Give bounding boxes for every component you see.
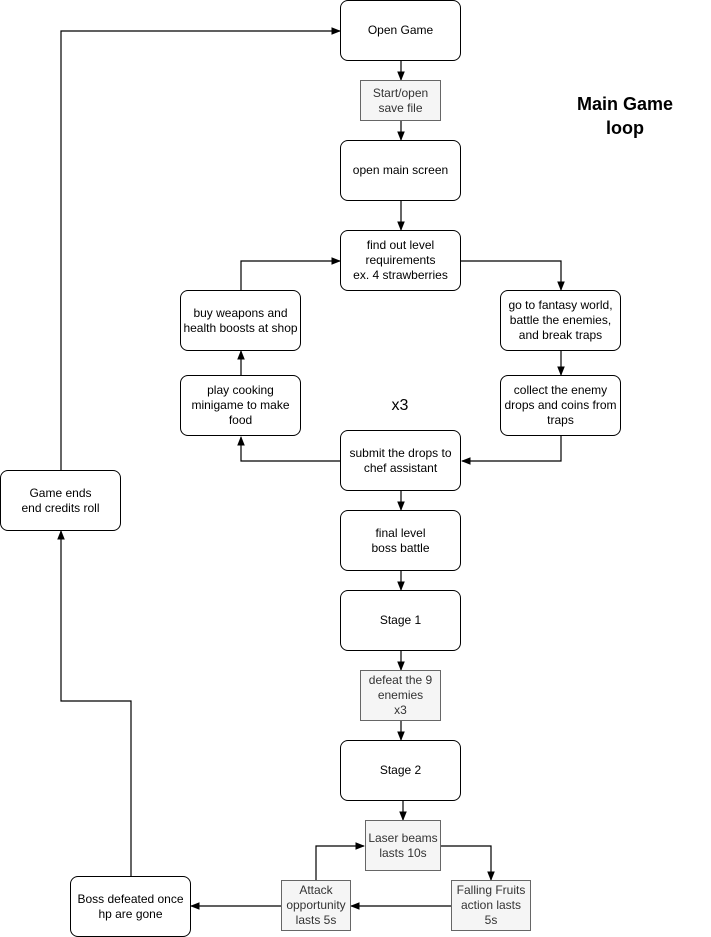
edge-req-to-fantasy: [461, 260, 565, 291]
node-open-game: Open Game: [340, 0, 461, 61]
node-defeat-enemies: defeat the 9 enemies x3: [360, 670, 441, 721]
node-falling-fruits: Falling Fruits action lasts 5s: [451, 880, 531, 931]
edge-buy-to-req: [240, 257, 341, 290]
edge-attack-to-laser: [315, 842, 365, 880]
node-submit-drops: submit the drops to chef assistant: [340, 430, 461, 491]
repeat-count-label: x3: [391, 397, 409, 414]
node-fantasy-world: go to fantasy world, battle the enemies,…: [500, 290, 621, 351]
edge-submit-to-cooking: [237, 436, 341, 462]
node-attack-opportunity: Attack opportunity lasts 5s: [281, 880, 351, 931]
node-level-requirements: find out level requirements ex. 4 strawb…: [340, 230, 461, 291]
node-stage-2: Stage 2: [340, 740, 461, 801]
diagram-title: Main Game loop: [576, 94, 674, 138]
node-save-file: Start/open save file: [360, 80, 441, 121]
edge-boss-defeated-to-game-ends: [57, 530, 132, 876]
node-buy-weapons: buy weapons and health boosts at shop: [180, 290, 301, 351]
node-laser-beams: Laser beams lasts 10s: [365, 820, 441, 871]
edge-game-ends-to-open: [60, 27, 341, 470]
node-collect-drops: collect the enemy drops and coins from t…: [500, 375, 621, 436]
node-cooking-minigame: play cooking minigame to make food: [180, 375, 301, 436]
node-final-level: final level boss battle: [340, 510, 461, 571]
node-game-ends: Game ends end credits roll: [0, 470, 121, 531]
node-stage-1: Stage 1: [340, 590, 461, 651]
edge-collect-to-submit: [461, 436, 562, 465]
node-main-screen: open main screen: [340, 140, 461, 201]
edge-laser-to-fruits: [441, 845, 495, 881]
node-boss-defeated: Boss defeated once hp are gone: [70, 876, 191, 937]
